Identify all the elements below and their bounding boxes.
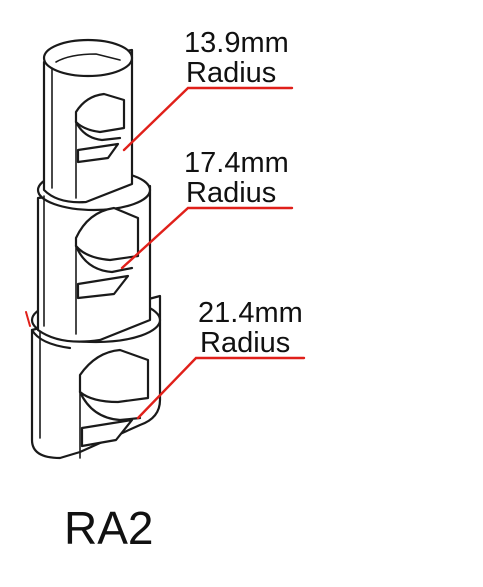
model-name: RA2 (64, 502, 153, 554)
leader-line-3 (136, 356, 306, 420)
leader-line-1 (122, 86, 294, 152)
top-tier (42, 38, 134, 204)
callout-2-value: 17.4mm (184, 147, 289, 179)
callout-3-label: Radius (200, 327, 290, 359)
leader-lines (120, 86, 306, 420)
callout-1-label: Radius (186, 57, 276, 89)
leader-line-2 (120, 206, 294, 270)
callout-1-value: 13.9mm (184, 27, 289, 59)
callout-3-value: 21.4mm (198, 297, 303, 329)
callout-2-label: Radius (186, 177, 276, 209)
tool-drawing (25, 38, 162, 460)
callout-1: 13.9mm Radius (184, 27, 289, 89)
callout-2: 17.4mm Radius (184, 147, 289, 209)
callout-3: 21.4mm Radius (198, 297, 303, 359)
